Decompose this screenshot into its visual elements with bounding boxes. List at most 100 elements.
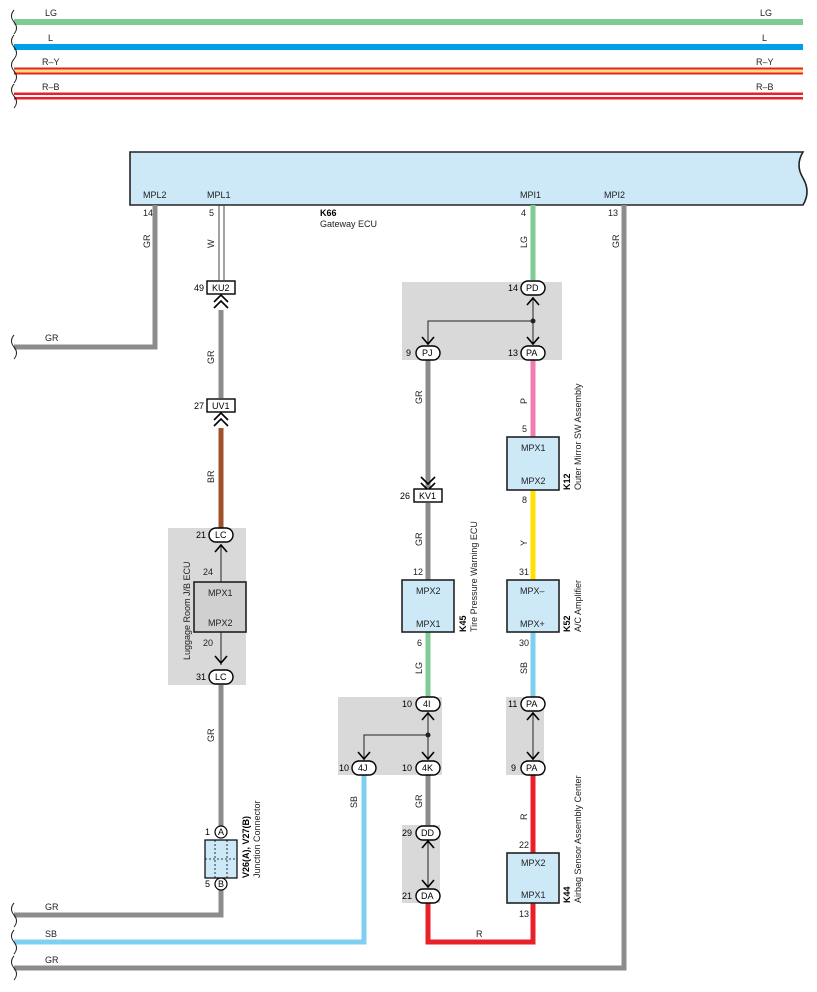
k12-outer-mirror-sw-assembly: MPX1 MPX2 5 8 K12 Outer Mirror SW Assemb… [506,383,583,505]
k44-airbag-sensor-assembly-center: MPX2 MPX1 22 13 K44 Airbag Sensor Assemb… [506,775,583,919]
wire-label-gr-left-top: GR [45,333,59,343]
svg-text:9: 9 [406,348,411,358]
svg-text:20: 20 [203,638,213,648]
wire-label-gr-kv1: GR [414,532,424,546]
wire-label-p: P [519,398,529,404]
svg-text:10: 10 [402,763,412,773]
svg-text:22: 22 [519,840,529,850]
bus-label-l-left: L [48,33,53,43]
svg-text:11: 11 [508,699,517,709]
wire-label-sb-4j: SB [349,796,359,808]
wire-label-gr-mpl2: GR [142,234,152,248]
gateway-pin-mpl1: MPL1 [207,190,231,200]
wire-label-sb-k52: SB [519,662,529,674]
svg-text:Junction Connector: Junction Connector [252,800,262,878]
svg-text:6: 6 [417,638,422,648]
connector-ku2: KU2 49 [194,280,236,295]
gateway-pin-mpl2: MPL2 [143,190,167,200]
bus-label-l-right: L [762,33,767,43]
svg-text:31: 31 [196,672,206,682]
svg-text:26: 26 [400,491,410,501]
svg-text:13: 13 [508,348,518,358]
svg-text:8: 8 [522,495,527,505]
svg-text:49: 49 [194,283,204,293]
connector-dd: DD 29 [402,825,441,841]
svg-text:27: 27 [194,401,204,411]
bus-label-lg-left: LG [45,8,57,18]
svg-text:21: 21 [402,891,412,901]
junction-connector-v26-v27: A 1 B 5 V26(A), V27(B) Junction Connecto… [204,800,262,891]
svg-text:14: 14 [508,283,518,293]
svg-text:24: 24 [203,567,213,577]
wires [11,205,627,981]
gateway-code: K66 [320,208,337,218]
svg-text:13: 13 [519,909,529,919]
svg-text:DA: DA [421,891,434,901]
svg-text:K45: K45 [458,615,468,632]
gateway-pin-number-5: 5 [209,208,214,218]
wire-label-y: Y [519,540,529,546]
svg-text:V26(A), V27(B): V26(A), V27(B) [241,816,251,878]
svg-text:KU2: KU2 [212,283,230,293]
svg-text:K12: K12 [562,473,572,490]
svg-text:4J: 4J [358,763,368,773]
wire-label-gr-4k: GR [414,794,424,808]
svg-text:PJ: PJ [422,348,433,358]
gateway-pin-number-13: 13 [608,208,618,218]
svg-text:4I: 4I [423,699,431,709]
gateway-pin-number-14: 14 [143,208,153,218]
wire-label-br: BR [206,470,216,483]
svg-text:MPX1: MPX1 [521,443,546,453]
svg-text:LC: LC [215,530,227,540]
wire-label-sb-left: SB [45,929,57,939]
svg-text:10: 10 [339,763,349,773]
svg-text:MPX+: MPX+ [520,619,545,629]
gateway-name: Gateway ECU [320,219,377,229]
svg-text:PA: PA [526,763,537,773]
svg-text:B: B [218,879,224,889]
svg-text:Tire Pressure Warning ECU: Tire Pressure Warning ECU [469,521,479,632]
svg-text:1: 1 [205,827,210,837]
svg-text:PA: PA [526,348,537,358]
svg-text:DD: DD [421,828,434,838]
connector-4j: 4J 10 [339,760,377,776]
wire-label-gr-left-bottom: GR [45,955,59,965]
bus-label-ry-left: R–Y [42,57,60,67]
wire-labels: GR GR W GR BR GR GR SB GR SB LG GR P Y S… [45,234,621,965]
gateway-pin-number-4: 4 [521,208,526,218]
svg-text:MPX2: MPX2 [521,476,546,486]
gateway-ecu-box [129,151,808,206]
connector-pd: PD 14 [508,280,546,296]
svg-text:A: A [218,827,224,837]
svg-text:30: 30 [519,638,529,648]
svg-text:MPX2: MPX2 [416,586,441,596]
svg-text:PD: PD [526,283,539,293]
bus-label-ry-right: R–Y [756,57,774,67]
svg-text:4K: 4K [422,763,433,773]
connector-lc-bottom: LC 31 [196,669,234,685]
gateway-pin-mpi2: MPI2 [604,190,625,200]
wire-label-gr-ku2: GR [206,350,216,364]
svg-text:5: 5 [205,879,210,889]
connector-pa: PA 13 [508,345,546,361]
svg-text:5: 5 [522,424,527,434]
connector-uv1: UV1 27 [194,398,236,413]
bus-lines [11,9,803,109]
svg-text:UV1: UV1 [212,401,230,411]
bus-label-rb-right: R–B [756,82,774,92]
wire-label-gr-left-jc: GR [45,902,59,912]
wire-label-gr-lc: GR [206,728,216,742]
connector-4k: 4K 10 [402,760,441,776]
svg-text:Luggage Room J/B ECU: Luggage Room J/B ECU [182,561,192,660]
svg-text:10: 10 [402,699,412,709]
svg-text:KV1: KV1 [419,491,436,501]
luggage-room-jb-ecu: MPX1 MPX2 24 20 Luggage Room J/B ECU [182,561,247,660]
k52-ac-amplifier: MPX– MPX+ 31 30 K52 A/C Amplifier [506,567,583,648]
svg-text:A/C Amplifier: A/C Amplifier [573,580,583,632]
connector-pa-11: PA 11 [508,696,546,712]
connector-4i: 4I 10 [402,696,441,712]
svg-text:MPX2: MPX2 [521,858,546,868]
svg-text:29: 29 [402,828,412,838]
svg-text:21: 21 [196,530,206,540]
